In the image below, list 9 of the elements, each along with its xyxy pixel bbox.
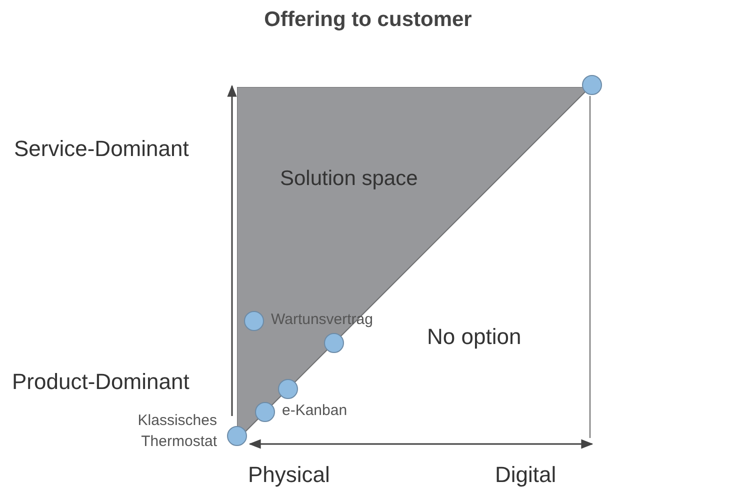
axis-label: Product-Dominant [12, 369, 190, 395]
axis-label: No option [427, 324, 522, 350]
axis-label: Digital [495, 462, 556, 488]
axis-label: Service-Dominant [14, 136, 189, 162]
axis-label: Physical [248, 462, 330, 488]
area-label: Solution space [280, 167, 418, 191]
point-label: Klassisches Thermostat [136, 411, 217, 452]
diagram-title: Offering to customer [263, 8, 473, 32]
point-label: e-Kanban [282, 402, 348, 419]
